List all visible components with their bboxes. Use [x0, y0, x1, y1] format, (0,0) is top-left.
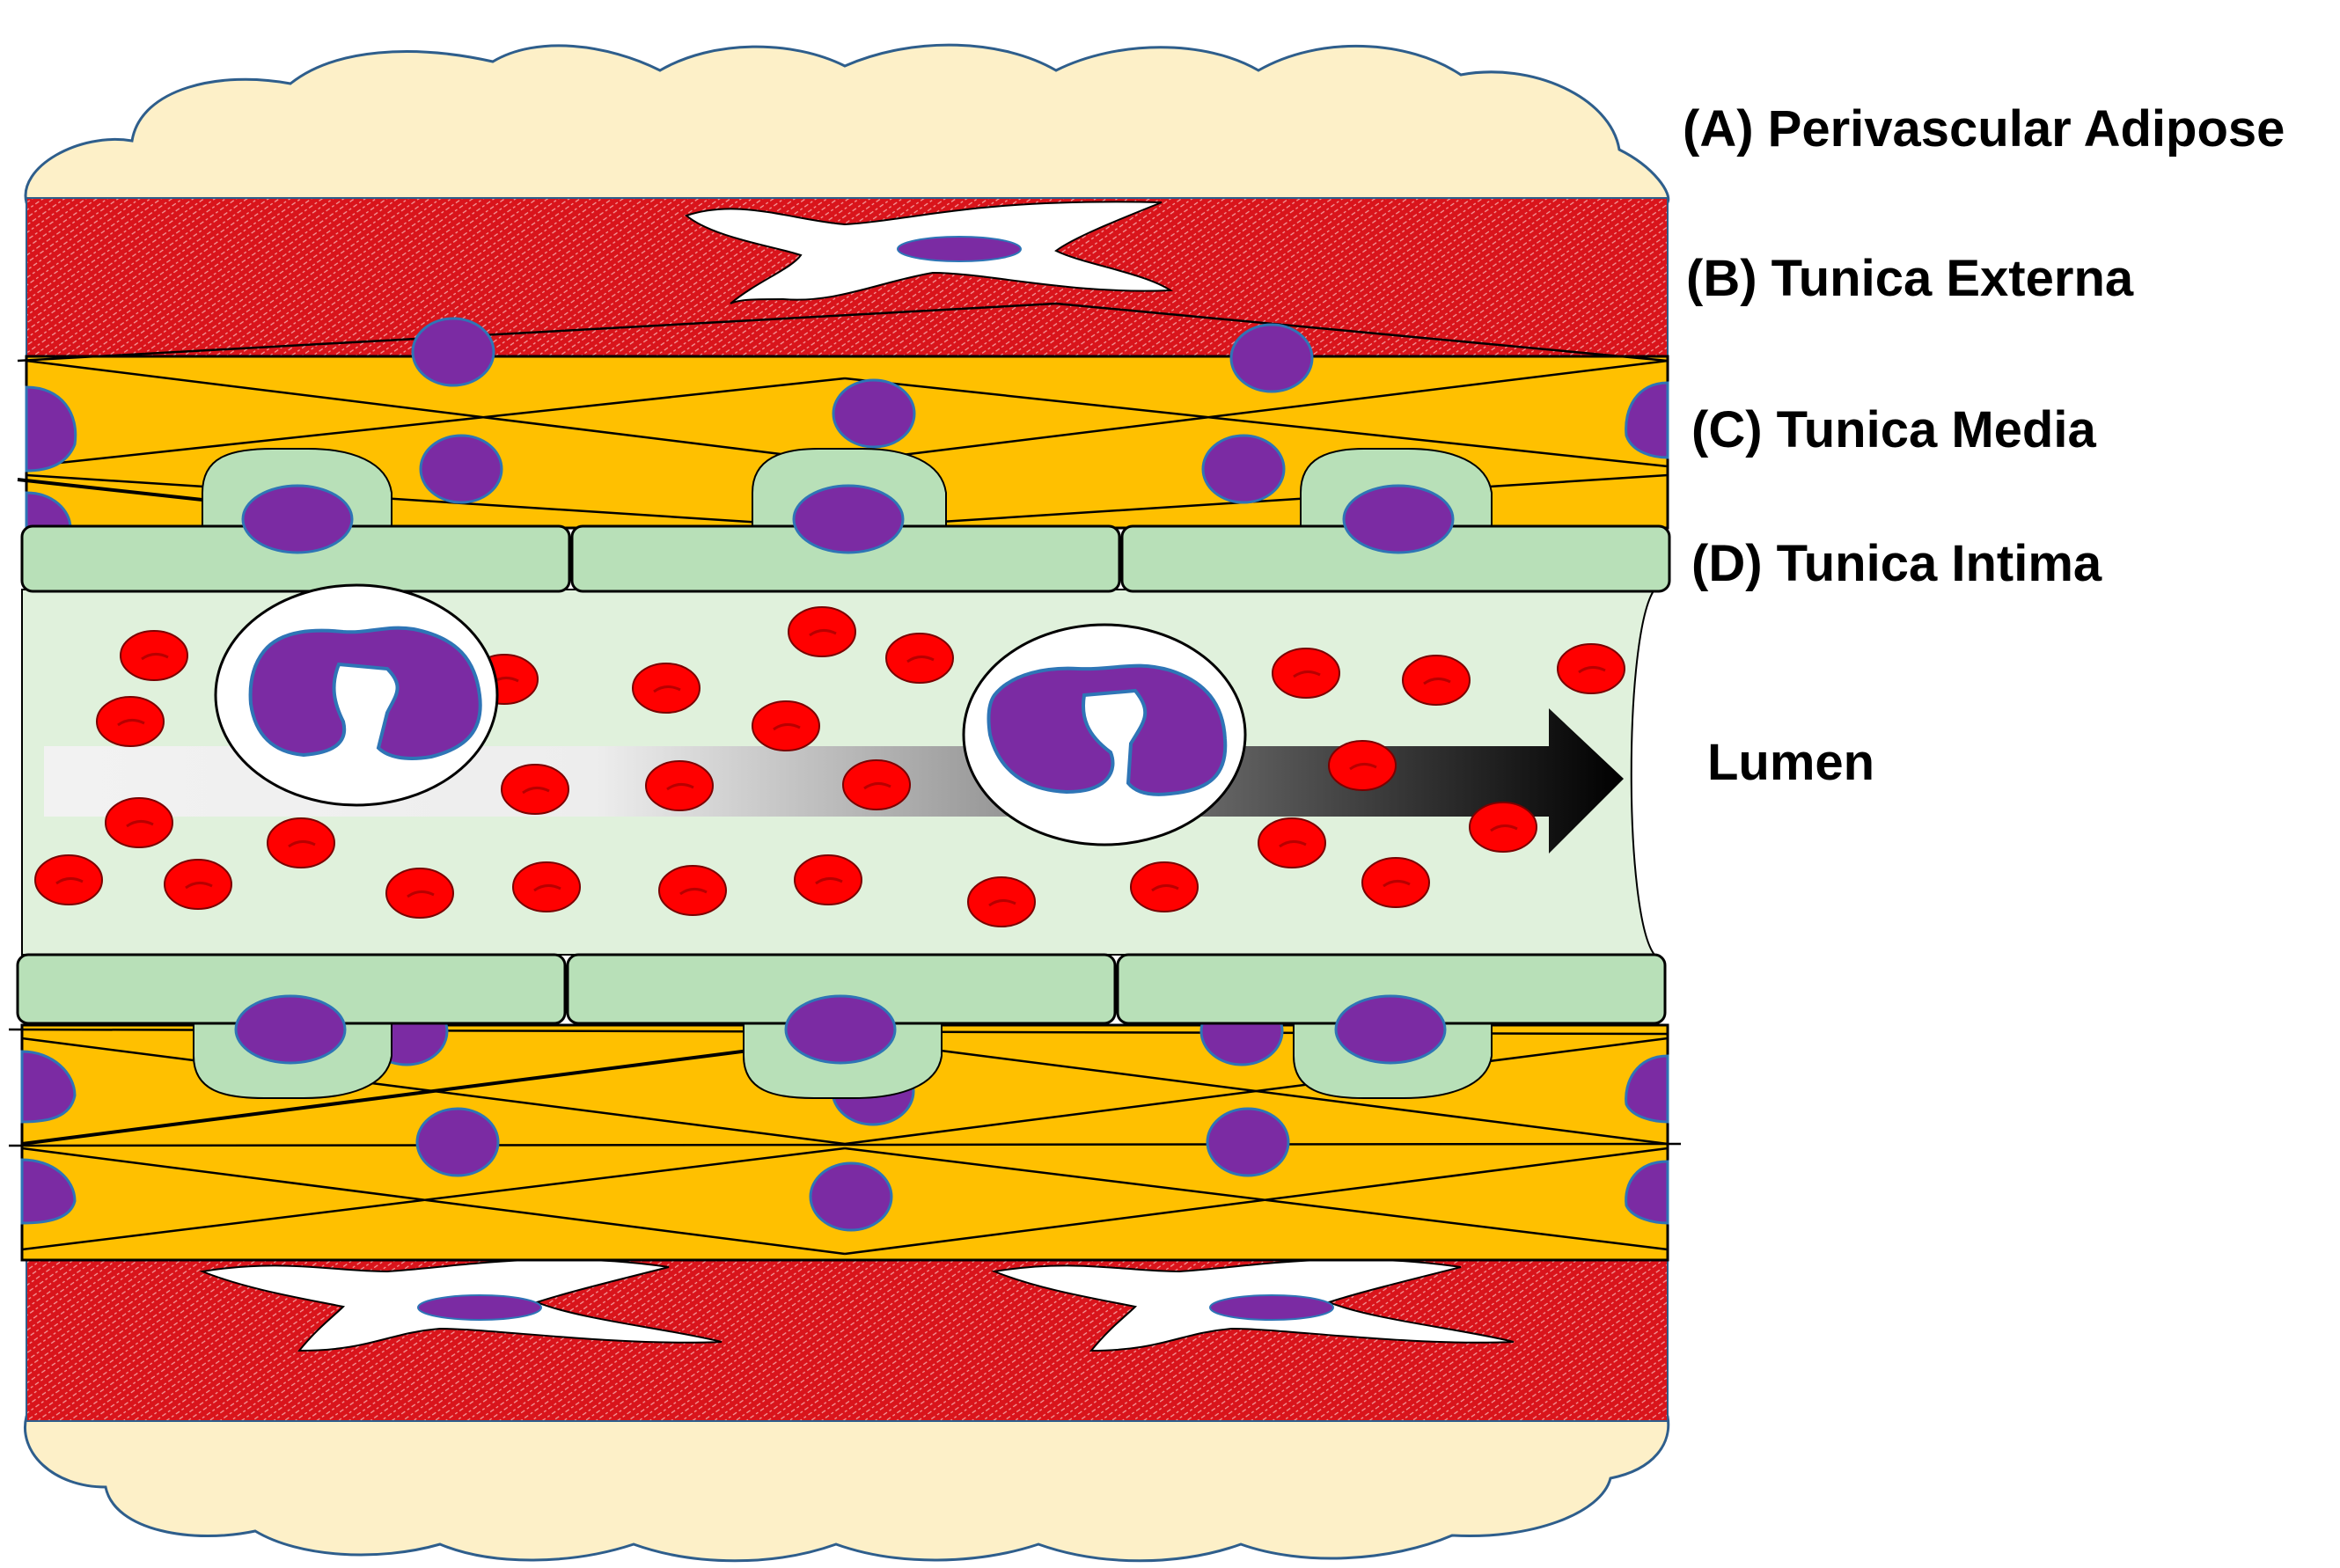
adipose-bottom [24, 1415, 1670, 1563]
label-tunica-media: (C) Tunica Media [1691, 401, 2096, 458]
red-blood-cell-icon [787, 605, 857, 658]
endothelial-cell-icon [1342, 484, 1455, 554]
fibroblast-cell-icon [991, 1258, 1515, 1352]
red-blood-cell-icon [1401, 654, 1471, 707]
red-blood-cell-icon [266, 817, 336, 869]
tunica-intima-top [20, 448, 1671, 593]
leukocyte-icon [962, 623, 1247, 846]
red-blood-cell-icon [657, 864, 728, 917]
red-blood-cell-icon [1468, 801, 1538, 854]
label-tunica-externa: (B) Tunica Externa [1686, 250, 2134, 307]
red-blood-cell-icon [793, 854, 863, 906]
red-blood-cell-icon [966, 876, 1037, 928]
red-blood-cell-icon [644, 759, 715, 812]
red-blood-cell-icon [385, 867, 455, 920]
red-blood-cell-icon [95, 695, 165, 748]
adipose-top [24, 43, 1670, 204]
fibroblast-cell-icon [199, 1258, 723, 1352]
endothelial-cell-icon [1334, 994, 1447, 1065]
leukocyte-icon [214, 583, 499, 807]
red-blood-cell-icon [1129, 861, 1199, 913]
red-blood-cell-icon [884, 632, 955, 685]
red-blood-cell-icon [1271, 647, 1341, 700]
blood-flow-arrow-icon [44, 708, 1624, 854]
fibroblast-cell-icon [684, 201, 1174, 304]
red-blood-cell-icon [1361, 856, 1431, 909]
red-blood-cell-icon [33, 854, 104, 906]
red-blood-cell-icon [511, 861, 582, 913]
endothelial-cell-icon [784, 994, 897, 1065]
endothelial-cell-icon [792, 484, 905, 554]
red-blood-cell-icon [631, 662, 701, 714]
smooth-muscle-cell-icon [25, 317, 1669, 530]
tunica-intima-bottom [16, 953, 1667, 1099]
red-blood-cell-icon [841, 758, 912, 811]
red-blood-cell-icon [163, 858, 233, 911]
red-blood-cell-icon [500, 763, 570, 816]
red-blood-cell-icon [104, 796, 174, 849]
red-blood-cell-icon [751, 700, 821, 752]
red-blood-cell-icon [1556, 642, 1626, 695]
red-blood-cell-icon [1327, 739, 1397, 792]
label-tunica-intima: (D) Tunica Intima [1691, 535, 2102, 592]
endothelial-cell-icon [241, 484, 354, 554]
endothelial-cell-icon [234, 994, 347, 1065]
smooth-muscle-cell-icon [20, 996, 1669, 1232]
label-lumen: Lumen [1707, 734, 1875, 791]
red-blood-cell-icon [1257, 817, 1327, 869]
red-blood-cell-icon [119, 629, 189, 682]
label-perivascular-adipose: (A) Perivascular Adipose [1683, 100, 2285, 158]
